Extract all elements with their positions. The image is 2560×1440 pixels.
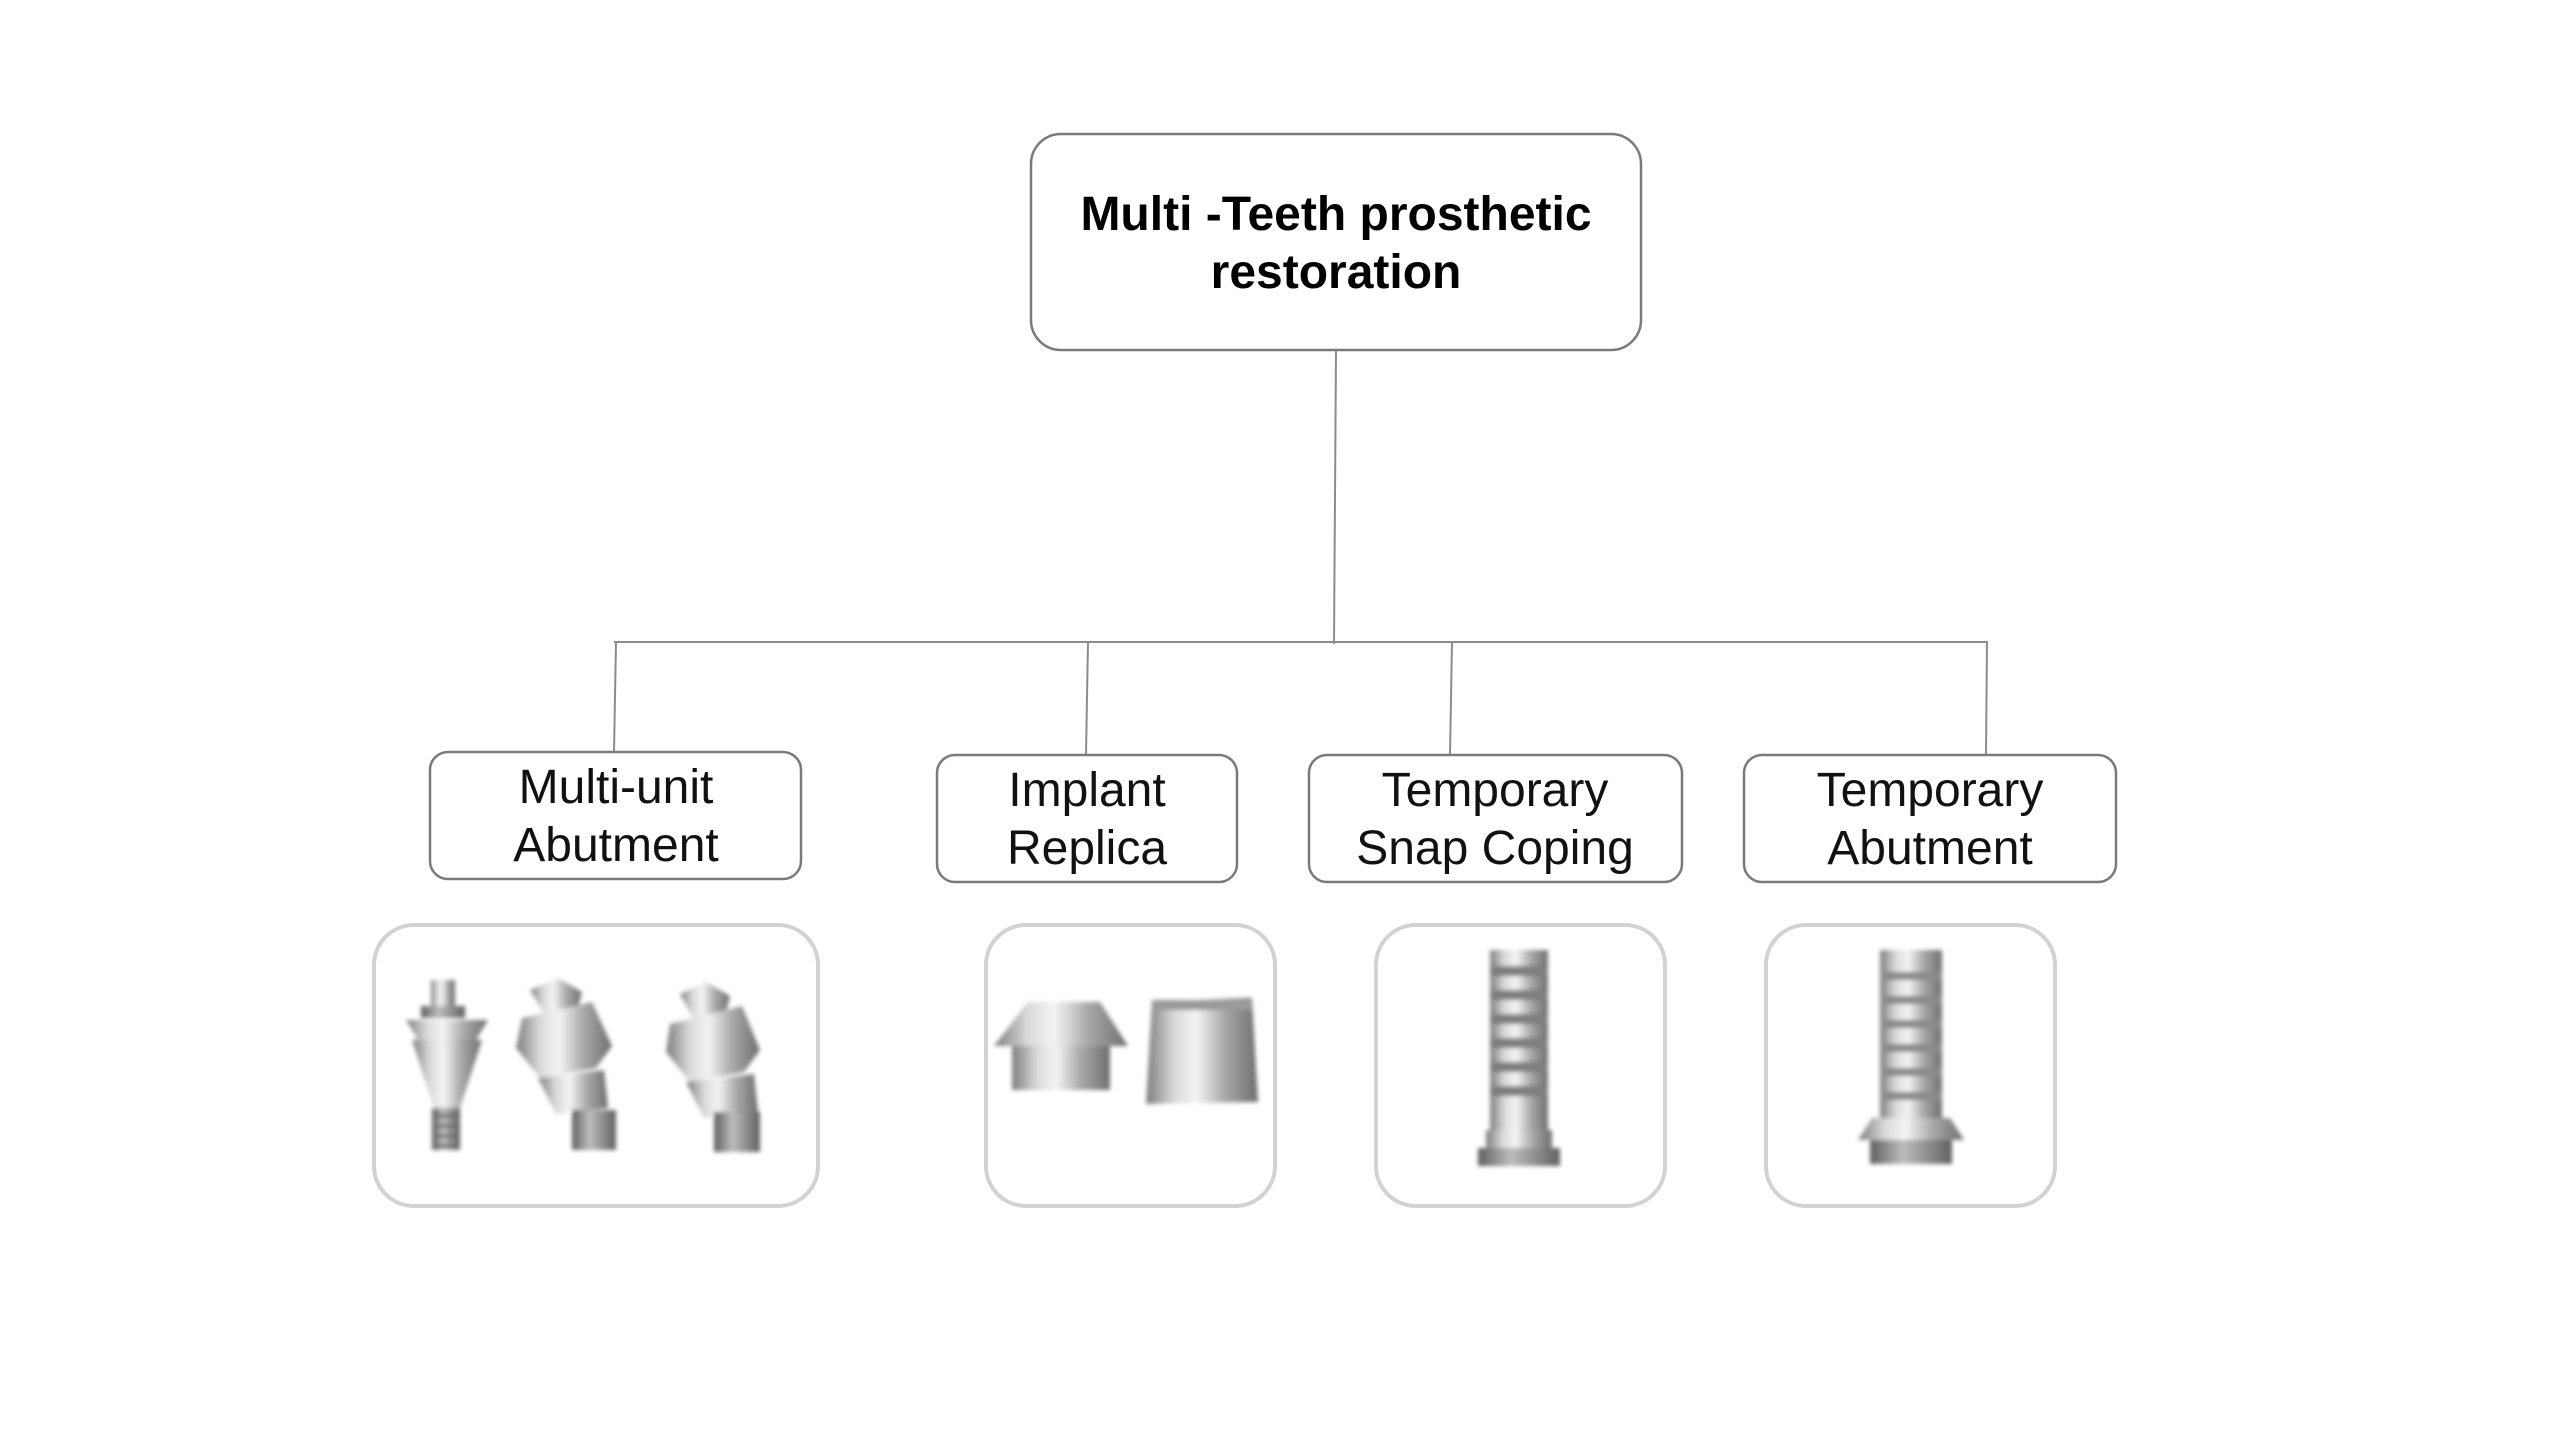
child-3-label-line2: Snap Coping [1356, 822, 1634, 875]
child-4-label-line2: Abutment [1827, 822, 2032, 875]
image-panel-temporary-abutment [1764, 923, 2057, 1208]
connector-lines [613, 349, 1988, 755]
multi-unit-abutment-parts-image [406, 978, 760, 1152]
image-panel-implant-replica [984, 923, 1277, 1208]
child-1-label-line1: Multi-unit [519, 761, 714, 814]
image-frame-2 [984, 923, 1277, 1208]
trunk-line [1333, 349, 1337, 645]
temporary-snap-coping-part-image [1478, 950, 1560, 1166]
image-panel-multi-unit-abutment [372, 923, 820, 1208]
child-node-temporary-snap-coping: Temporary Snap Coping [1307, 753, 1684, 884]
child-box-1 [428, 750, 803, 881]
child-box-4 [1742, 753, 2118, 884]
drop-line-3 [1449, 641, 1453, 755]
child-node-implant-replica: Implant Replica [935, 753, 1239, 884]
child-3-label-line1: Temporary [1382, 764, 1609, 817]
image-panel-temporary-snap-coping [1374, 923, 1667, 1208]
child-node-multi-unit-abutment: Multi-unit Abutment [428, 750, 803, 881]
implant-replica-parts-image [994, 998, 1258, 1104]
child-node-temporary-abutment: Temporary Abutment [1742, 753, 2118, 884]
child-2-label-line1: Implant [1008, 764, 1165, 817]
drop-line-4 [1985, 641, 1988, 755]
child-2-label-line2: Replica [1007, 822, 1167, 875]
drop-line-1 [613, 641, 617, 753]
root-node: Multi -Teeth prosthetic restoration [1029, 132, 1643, 352]
drop-line-2 [1085, 641, 1089, 755]
child-box-3 [1307, 753, 1684, 884]
root-box [1029, 132, 1643, 352]
root-label-line2: restoration [1211, 246, 1462, 299]
child-box-2 [935, 753, 1239, 884]
child-1-label-line2: Abutment [513, 819, 718, 872]
temporary-abutment-part-image [1858, 950, 1964, 1164]
root-label-line1: Multi -Teeth prosthetic [1080, 188, 1591, 241]
child-4-label-line1: Temporary [1817, 764, 2044, 817]
